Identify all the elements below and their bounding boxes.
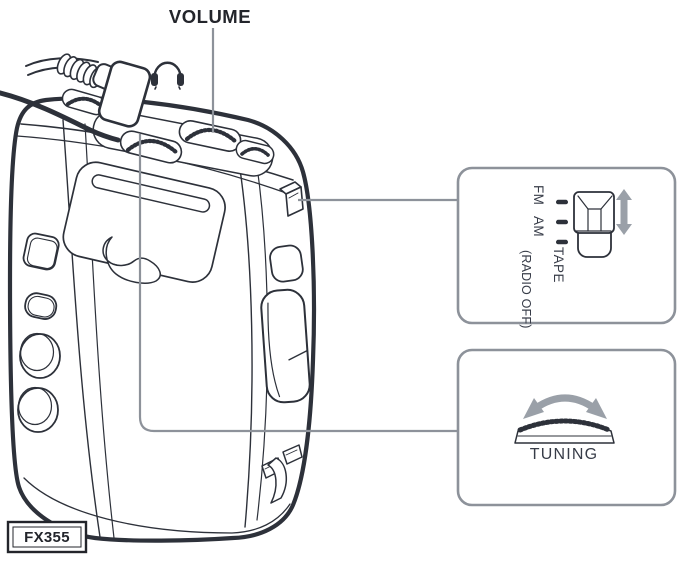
belt-clip (261, 444, 303, 504)
tuning-leader-line (138, 134, 458, 433)
tuning-label: TUNING (530, 446, 599, 463)
leader-lines (138, 28, 458, 433)
band-switch-callout-box (456, 166, 677, 325)
tick-tape (556, 239, 568, 245)
curved-double-arrow-icon (523, 394, 607, 419)
up-down-arrow-icon (616, 189, 632, 235)
tuning-callout-box (456, 348, 677, 507)
tuning-wheel-graphic (514, 418, 615, 444)
front-button-round-2 (17, 386, 59, 433)
band-switch-on-device (279, 181, 304, 217)
front-button-round-1 (19, 332, 61, 379)
tick-am (556, 219, 568, 225)
left-bevel-line (62, 119, 101, 538)
band-label-am: AM (531, 216, 546, 237)
bottom-chamfer-line (23, 477, 291, 534)
side-button-small (269, 244, 304, 283)
finger-grip-cutout (102, 236, 161, 284)
side-lever (260, 288, 311, 404)
model-badge-label: FX355 (24, 529, 70, 546)
cassette-window-slot (91, 174, 211, 213)
device-illustration (0, 53, 317, 543)
volume-label: VOLUME (169, 6, 251, 27)
tuning-callout: TUNING (456, 348, 677, 507)
tick-fm (556, 199, 568, 205)
front-button-square (22, 232, 60, 271)
band-label-fm: FM (531, 185, 546, 205)
headphone-plug (92, 60, 152, 128)
tuning-dial (119, 130, 183, 164)
front-button-small (24, 292, 58, 320)
band-switch-callout: FM AM TAPE (RADIO OFF) (456, 166, 677, 329)
headphones-icon (151, 61, 184, 90)
band-switch-graphic (573, 191, 615, 258)
right-bevel-line (237, 155, 253, 528)
model-badge: FX355 (6, 520, 88, 554)
band-label-tape: TAPE (551, 247, 566, 283)
band-label-radio-off: (RADIO OFF) (519, 250, 533, 329)
right-small-thumbwheel (235, 139, 275, 165)
